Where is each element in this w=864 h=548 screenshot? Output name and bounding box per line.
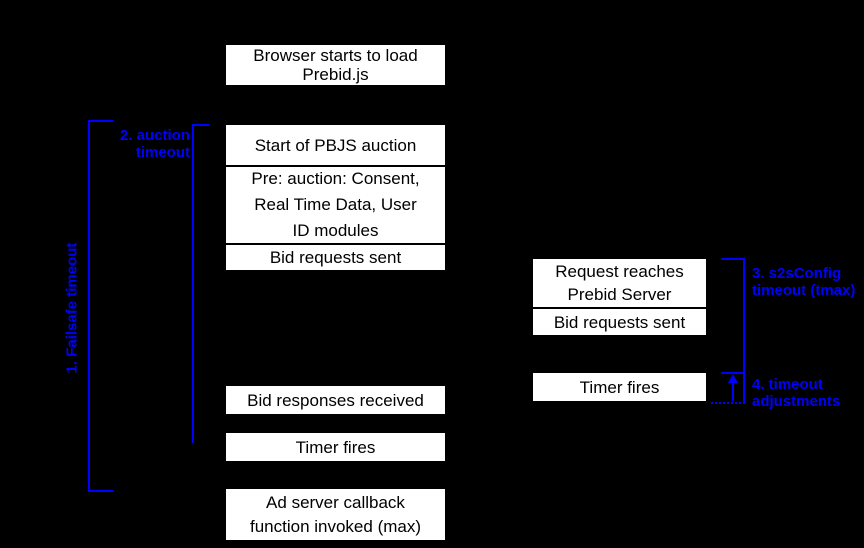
auction-timeout-label: 2. auction timeout: [119, 127, 190, 161]
event-box-start-auction: Start of PBJS auction: [226, 125, 445, 165]
s2s-timeout-bracket-bottom-tick: [721, 372, 745, 374]
event-box-browser-load: Browser starts to load Prebid.js: [226, 45, 445, 85]
failsafe-bracket-top-tick: [88, 120, 113, 122]
timeout-adjustments-bracket-line: [743, 374, 745, 404]
up-arrow-icon: [728, 374, 738, 383]
auction-timeout-bracket-line: [192, 124, 194, 443]
event-box-bid-requests-sent: Bid requests sent: [226, 243, 445, 270]
failsafe-timeout-label: 1. Failsafe timeout: [63, 242, 81, 374]
s2s-timeout-bracket-top-tick: [721, 258, 745, 260]
auction-timeout-bracket-top-tick: [192, 124, 209, 126]
server-event-stack: Request reaches Prebid Server Bid reques…: [533, 259, 706, 335]
event-box-request-reaches-server: Request reaches Prebid Server: [533, 259, 706, 307]
timeout-adjustments-label: 4. timeout adjustments: [752, 376, 841, 410]
s2s-timeout-label: 3. s2sConfig timeout (tmax): [752, 265, 856, 299]
event-box-pre-auction-modules: Pre: auction: Consent, Real Time Data, U…: [226, 165, 445, 243]
event-box-bid-responses-received: Bid responses received: [226, 386, 445, 414]
event-box-ad-server-callback: Ad server callback function invoked (max…: [226, 489, 445, 540]
up-arrow-shaft: [732, 382, 734, 401]
failsafe-bracket-bottom-tick: [88, 490, 113, 492]
s2s-timeout-bracket-line: [743, 258, 745, 374]
event-box-server-bid-requests-sent: Bid requests sent: [533, 307, 706, 335]
failsafe-bracket-line: [88, 120, 90, 492]
auction-event-stack: Start of PBJS auction Pre: auction: Cons…: [226, 125, 445, 270]
event-box-timer-fires-server: Timer fires: [533, 373, 706, 401]
timeout-adjustments-dotted-line: [711, 402, 745, 404]
event-box-timer-fires-client: Timer fires: [226, 433, 445, 461]
